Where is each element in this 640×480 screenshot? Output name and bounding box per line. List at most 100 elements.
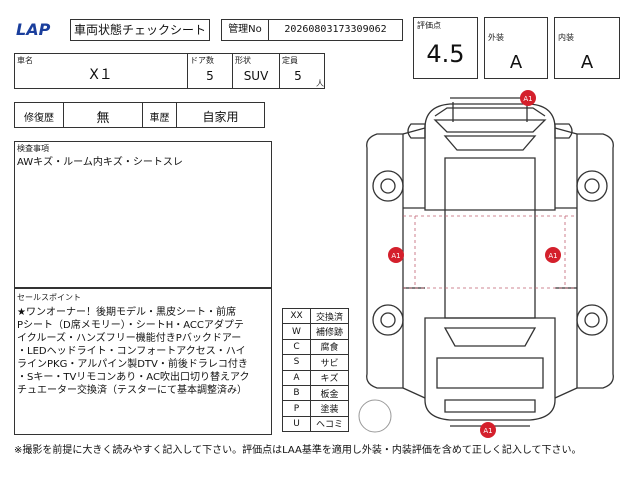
sales-point-line: チュエーター交換済（テスターにて基本調整済み）	[17, 385, 247, 396]
right-mirror	[554, 123, 573, 139]
legend-code: A	[282, 369, 311, 386]
repair-label-cell: 修復歴	[14, 102, 64, 128]
footer-note: ※撮影を前提に大きく読みやすく記入して下さい。評価点はLAA基準を適用し外装・内…	[14, 445, 582, 456]
grade-panel: 評価点 4.5 外装 A 内装 A	[413, 17, 620, 79]
front-bumper-line	[434, 107, 546, 117]
shape-cell: 形状 SUV	[232, 53, 280, 89]
use-value: 自家用	[202, 110, 239, 124]
overall-grade-value: 4.5	[426, 40, 465, 68]
use-value-cell: 自家用	[176, 102, 265, 128]
doors-cell: ドア数 5	[187, 53, 233, 89]
damage-mark-label: A1	[548, 252, 557, 260]
repair-label: 修復歴	[24, 113, 54, 124]
legend-meaning: 塗装	[310, 400, 349, 417]
capacity-unit: 人	[316, 79, 324, 88]
overall-grade-cell: 評価点 4.5	[413, 17, 478, 79]
spare-tire	[358, 399, 392, 433]
front-left-wheel	[372, 170, 404, 202]
front-pillars	[452, 102, 528, 122]
car-name-label: 車名	[17, 56, 33, 65]
legend-meaning: キズ	[310, 369, 349, 386]
svg-text:LAP: LAP	[16, 20, 51, 38]
damage-marker	[545, 247, 561, 263]
car-outline	[366, 97, 614, 427]
car-diagram: A1 A1 A1 A1	[358, 90, 614, 438]
capacity-cell: 定員 5 人	[279, 53, 325, 89]
windshield-top	[433, 119, 547, 133]
dashed-line-sides	[414, 216, 566, 288]
doors-value: 5	[206, 69, 214, 83]
tailgate	[436, 357, 544, 389]
rear-right-wheel	[576, 304, 608, 336]
legend-code: XX	[282, 307, 311, 325]
legend-meaning: 交換済	[310, 307, 349, 325]
interior-grade-value: A	[580, 52, 594, 73]
rear-body	[424, 317, 556, 421]
repair-value: 無	[96, 111, 110, 126]
damage-mark-rear: A1	[480, 422, 496, 438]
inspection-text: AWキズ・ルーム内キズ・シートスレ	[17, 157, 183, 168]
legend-code: S	[282, 354, 311, 371]
rear-right-hub	[584, 312, 600, 328]
use-label-cell: 車歴	[142, 102, 177, 128]
sales-point-line: ラインPKG・アルパイン製DTV・前後ドラレコ付き	[17, 359, 248, 370]
shape-value: SUV	[243, 69, 269, 83]
damage-marker	[388, 247, 404, 263]
damage-mark-label: A1	[523, 95, 532, 103]
right-side-panel	[576, 133, 614, 389]
windshield	[443, 135, 537, 151]
use-label: 車歴	[149, 113, 170, 124]
exterior-grade-value: A	[509, 52, 523, 73]
sales-points-text: ★ワンオーナー！後期モデル・黒皮シート・前席 Pシート（D席メモリー）・シートH…	[17, 306, 271, 397]
front-left-hub	[380, 178, 396, 194]
damage-mark-left: A1	[388, 247, 404, 263]
front-right-hub	[584, 178, 600, 194]
damage-mark-right: A1	[545, 247, 561, 263]
legend-code: C	[282, 338, 311, 356]
damage-mark-label: A1	[483, 427, 492, 435]
doors-label: ドア数	[190, 56, 214, 65]
legend-meaning: ヘコミ	[310, 415, 349, 433]
legend-meaning: 補修跡	[310, 323, 349, 340]
front-right-wheel	[576, 170, 608, 202]
legend-meaning: 板金	[310, 384, 349, 402]
car-name-value: X１	[89, 67, 113, 83]
sales-point-line: ・Sキー・TVリモコンあり・AC吹出口切り替えアク	[17, 372, 250, 383]
legend-meaning: 腐食	[310, 338, 349, 356]
legend-code: P	[282, 400, 311, 417]
inspection-label: 検査事項	[17, 144, 49, 153]
interior-grade-cell: 内装 A	[554, 17, 620, 79]
lap-logo: LAP	[16, 20, 51, 38]
exterior-grade-label: 外装	[488, 33, 504, 42]
car-name-cell: 車名 X１	[14, 53, 188, 89]
sales-point-line: Pシート（D席メモリー）・シートH・ACCアダプテ	[17, 320, 244, 331]
capacity-label: 定員	[282, 56, 298, 65]
sales-points-label: セールスポイント	[17, 293, 81, 302]
capacity-value: 5	[294, 69, 302, 83]
damage-marker	[520, 90, 536, 106]
right-door-lines	[555, 207, 577, 289]
rear-window	[443, 327, 537, 347]
sheet-title: 車両状態チェックシート	[70, 19, 210, 41]
legend-code: B	[282, 384, 311, 402]
front-quarter-lines	[402, 127, 578, 135]
legend-code: W	[282, 323, 311, 340]
legend-code: U	[282, 415, 311, 433]
rear-quarter-lines	[402, 387, 578, 399]
rear-bumper	[444, 399, 536, 413]
inspection-box: 検査事項 AWキズ・ルーム内キズ・シートスレ	[14, 141, 272, 288]
sales-point-line: イクルーズ・ハンズフリー機能付きPバックドアー	[17, 333, 242, 344]
sales-point-line: ★ワンオーナー！後期モデル・黒皮シート・前席	[17, 307, 236, 318]
management-no-value: 20260803173309062	[268, 19, 403, 41]
repair-value-cell: 無	[63, 102, 143, 128]
rear-left-wheel	[372, 304, 404, 336]
overall-grade-label: 評価点	[417, 21, 441, 30]
